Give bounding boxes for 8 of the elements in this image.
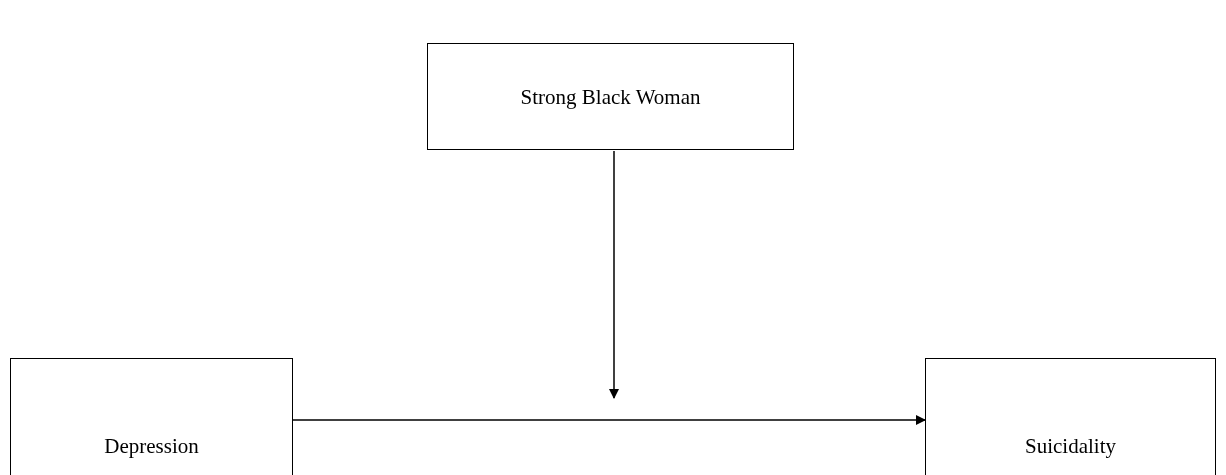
variable-label: Strong Black Woman <box>520 84 701 111</box>
variable-label: Depression <box>104 433 199 460</box>
variable-box <box>925 358 1216 475</box>
variable-box <box>10 358 293 475</box>
arrow <box>292 415 926 425</box>
arrow <box>609 150 619 399</box>
variable-box <box>427 43 794 150</box>
variable-label: Suicidality <box>1025 433 1116 460</box>
